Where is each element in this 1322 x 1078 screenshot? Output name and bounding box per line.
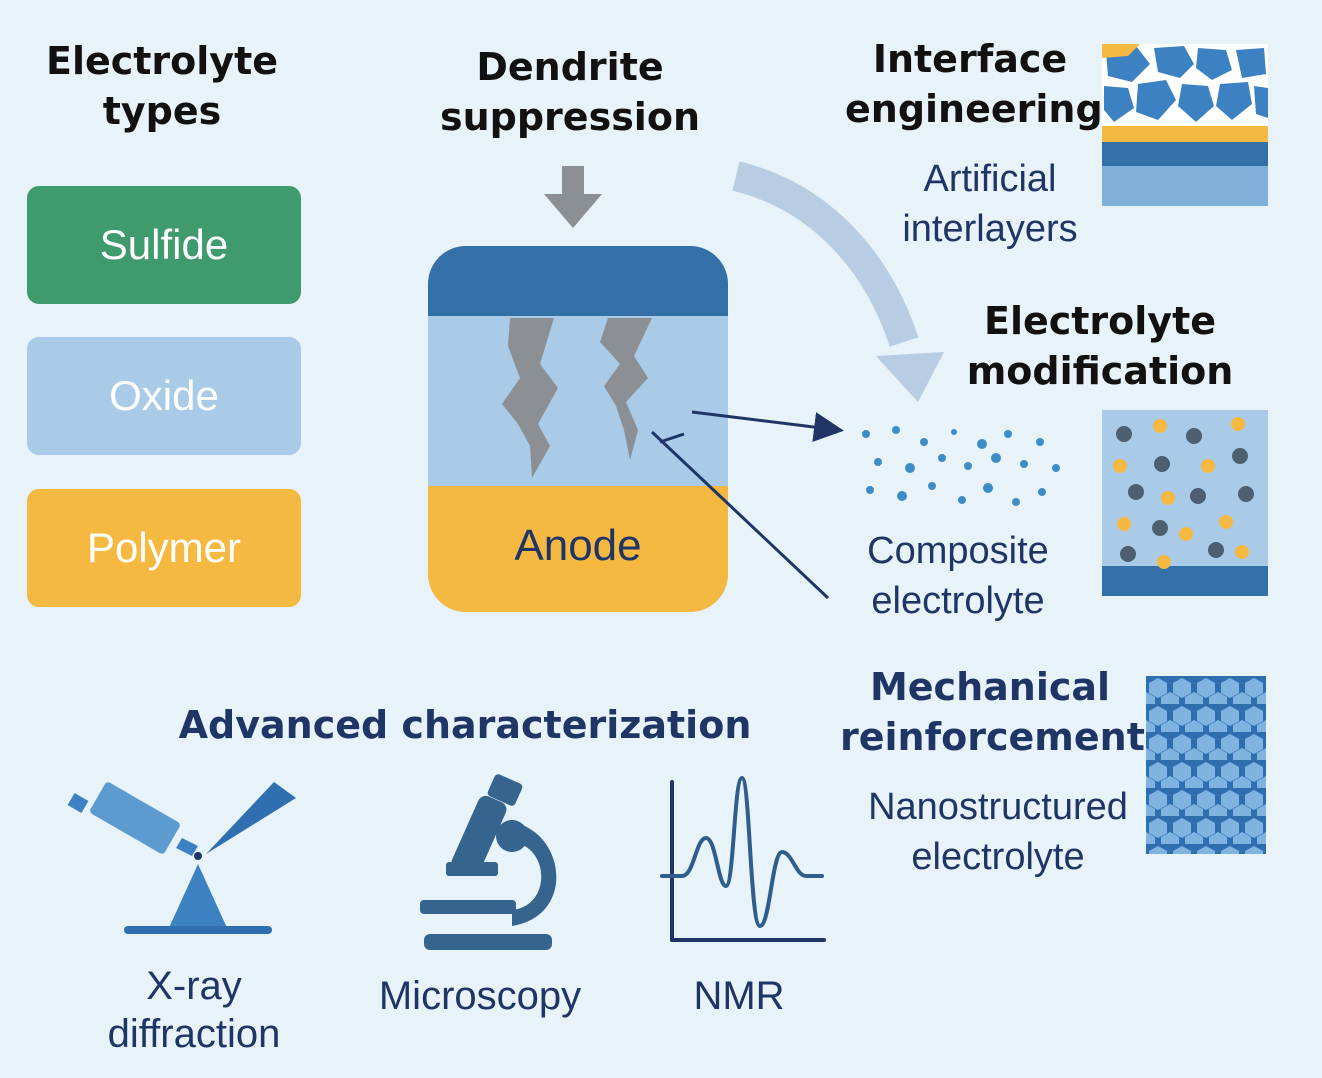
polymer-box: Polymer (27, 489, 301, 607)
interface-title-line2: engineering (845, 87, 1103, 131)
composite-arrow (691, 410, 844, 442)
microscope-icon (420, 774, 557, 950)
xrd-label-line2: diffraction (107, 1012, 281, 1056)
down-arrow-icon (544, 166, 602, 228)
curved-arrow-head (876, 352, 944, 402)
honeycomb-icon (1146, 676, 1266, 854)
dendrite-title-line2: suppression (439, 95, 700, 139)
electrolyte-types-title: Electrolyte types (22, 36, 302, 136)
modification-title: Electrolyte modification (950, 296, 1250, 396)
electrolyte-types-title-line2: types (102, 89, 222, 133)
mechanical-sub-line1: Nanostructured (868, 786, 1128, 828)
dendrite-icon (600, 318, 652, 460)
interface-title-line1: Interface (872, 37, 1068, 81)
oxide-box: Oxide (27, 337, 301, 455)
composite-electrolyte-icon (1102, 410, 1268, 596)
interface-sub-line1: Artificial (923, 158, 1057, 200)
nmr-label: NMR (693, 974, 785, 1018)
mechanical-subtitle: Nanostructured electrolyte (850, 782, 1146, 882)
microscopy-label: Microscopy (378, 974, 582, 1018)
callout-tick (659, 432, 685, 444)
interface-title: Interface engineering (845, 34, 1103, 134)
callout-line (650, 430, 830, 600)
anode-layer (428, 486, 728, 612)
mechanical-sub-line2: electrolyte (911, 836, 1085, 878)
polymer-label: Polymer (86, 524, 242, 571)
modification-subtitle: Composite electrolyte (840, 526, 1076, 626)
interface-subtitle: Artificial interlayers (880, 154, 1100, 254)
modification-sub-line1: Composite (867, 530, 1049, 572)
dendrite-icon (502, 318, 558, 478)
nmr-spectrum-icon (660, 775, 826, 942)
interlayer-icon (1102, 44, 1268, 206)
electrolyte-types-title-line1: Electrolyte (45, 39, 279, 83)
composite-particles-icon (862, 426, 1060, 506)
sulfide-label: Sulfide (99, 221, 229, 268)
characterization-title: Advanced characterization (178, 703, 752, 747)
modification-title-line1: Electrolyte (983, 299, 1217, 343)
modification-sub-line2: electrolyte (871, 580, 1045, 622)
dendrite-title-line1: Dendrite (476, 45, 664, 89)
mechanical-title: Mechanical reinforcement (840, 662, 1145, 762)
curved-arrow (732, 161, 919, 347)
modification-title-line2: modification (966, 349, 1234, 393)
mechanical-title-line2: reinforcement (840, 715, 1145, 759)
oxide-label: Oxide (109, 372, 219, 419)
xray-diffraction-icon (67, 782, 296, 934)
xrd-label-line1: X-ray (146, 964, 242, 1008)
dendrite-title: Dendrite suppression (410, 42, 730, 142)
mechanical-title-line1: Mechanical (869, 665, 1111, 709)
cell-diagram (428, 246, 728, 612)
cathode-layer (428, 246, 728, 316)
sulfide-box: Sulfide (27, 186, 301, 304)
xrd-label: X-ray diffraction (64, 962, 324, 1058)
interface-sub-line2: interlayers (902, 208, 1078, 250)
anode-label: Anode (514, 521, 642, 570)
